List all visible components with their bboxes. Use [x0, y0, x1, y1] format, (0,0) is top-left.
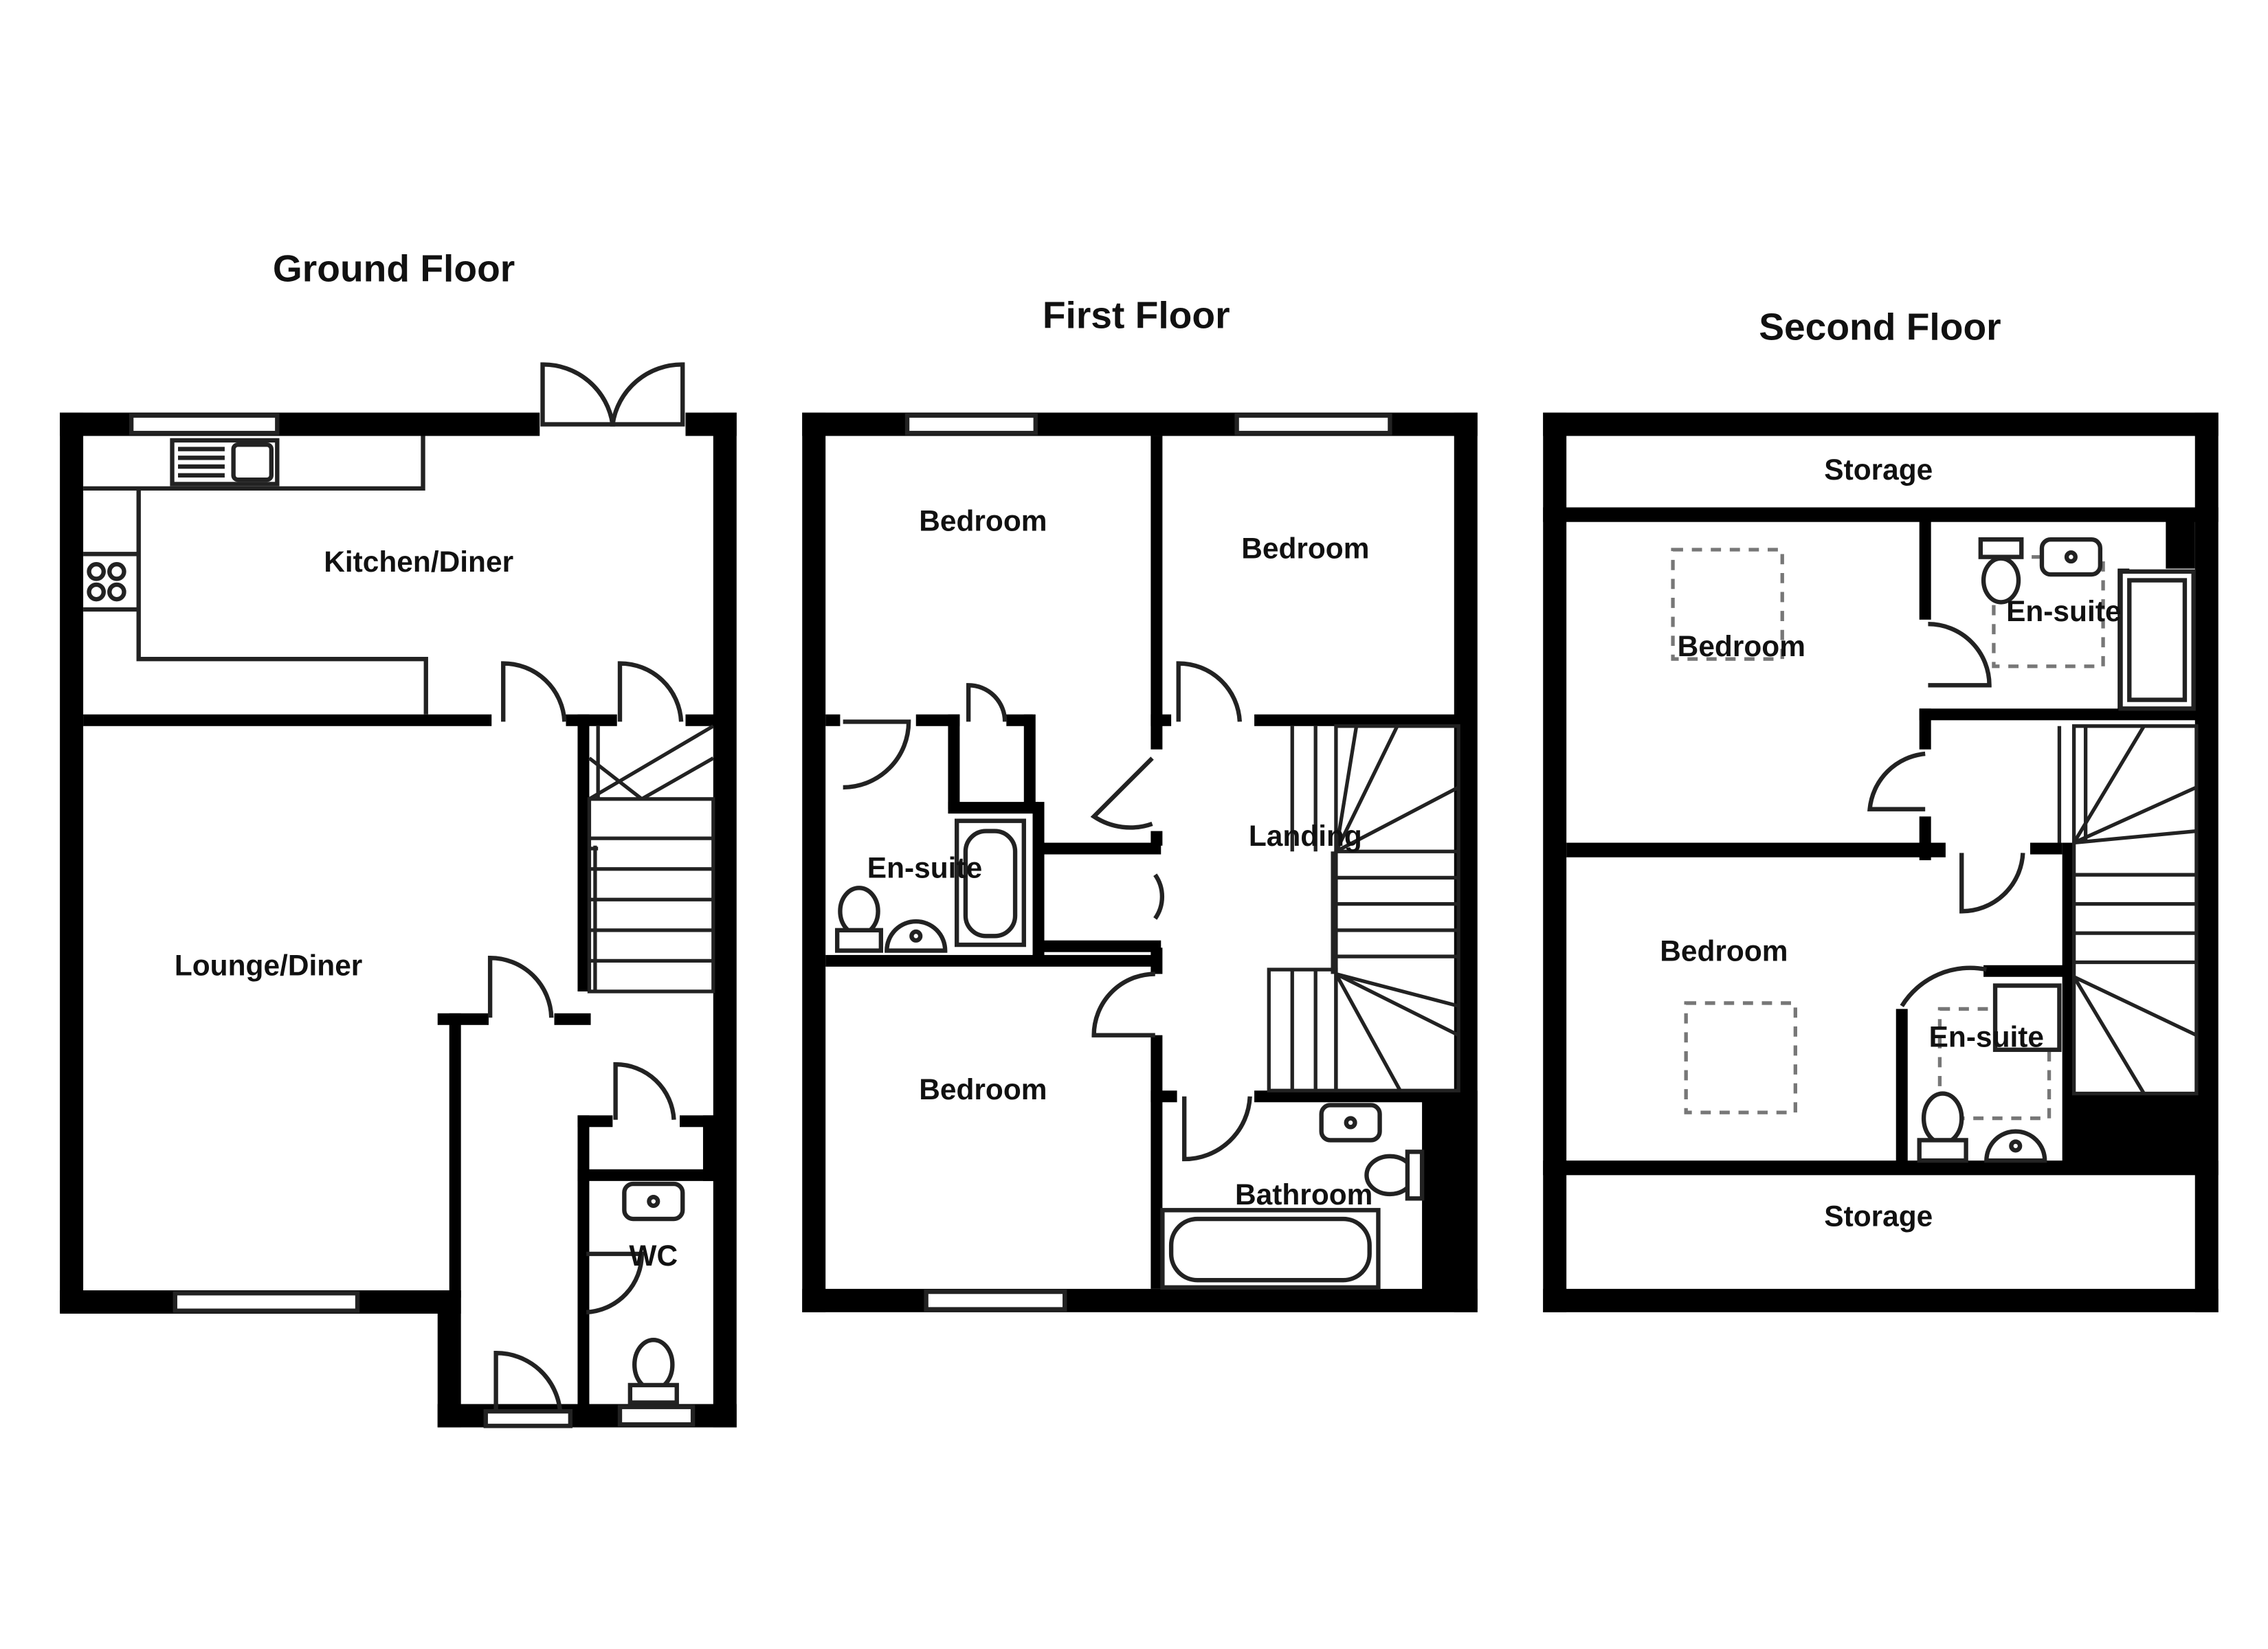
toilet-icon [1978, 537, 2024, 605]
ground-floor-plan: Kitchen/Diner Lounge/Diner WC [60, 362, 737, 1428]
skylight [1671, 548, 1784, 661]
skylight [1937, 1007, 2052, 1121]
staircase [587, 724, 715, 994]
door-icon[interactable] [1091, 972, 1155, 1037]
toilet-icon [1364, 1149, 1425, 1201]
room-label: En-suite [867, 851, 982, 884]
door-icon[interactable] [1867, 751, 1926, 811]
room-label: Storage [1824, 453, 1933, 486]
basin-icon [1319, 1103, 1382, 1143]
ground-wall-wc-top [577, 1169, 715, 1181]
second-wall-bedrooms [1566, 842, 1946, 857]
room-label: Storage [1824, 1200, 1933, 1233]
first-floor-title: First Floor [1043, 293, 1230, 336]
room-label: Bedroom [1660, 934, 1788, 967]
door-icon[interactable] [1176, 661, 1243, 722]
room-label: Lounge/Diner [175, 950, 362, 982]
first-floor-plan: Bedroom Bedroom En-suite Landing Bedroom… [802, 412, 1478, 1312]
ground-wall-kitchen-lounge [83, 714, 492, 726]
window [924, 1289, 1067, 1312]
door-icon[interactable] [617, 661, 684, 722]
door-icon[interactable] [1182, 1096, 1252, 1162]
door-icon[interactable] [843, 719, 911, 790]
door-icon[interactable] [966, 683, 1008, 722]
first-wall-bedrooms [1150, 436, 1163, 750]
room-label: Bathroom [1235, 1178, 1372, 1211]
toilet-icon [627, 1337, 679, 1405]
basin-icon [2039, 537, 2103, 577]
ground-wall-stair [577, 714, 590, 991]
toilet-icon [1917, 1091, 1968, 1163]
ground-floor-title: Ground Floor [273, 247, 515, 290]
door-icon[interactable] [586, 1251, 645, 1314]
shower-icon [2118, 569, 2196, 711]
hob-icon [87, 562, 126, 602]
skylight [1684, 1001, 1797, 1114]
room-label: WC [629, 1239, 678, 1272]
skylight [1992, 554, 2105, 669]
front-door-icon[interactable] [493, 1351, 563, 1412]
second-floor-plan: Storage Bedroom En-suite Bedroom En-suit… [1543, 412, 2219, 1312]
french-door-icon[interactable] [610, 362, 685, 427]
window [1234, 413, 1392, 436]
storage-wall [1543, 1160, 2219, 1176]
room-label: Bedroom [919, 1073, 1047, 1106]
second-floor-title: Second Floor [1759, 305, 2001, 348]
room-label: En-suite [2006, 595, 2121, 627]
door-icon[interactable] [1090, 756, 1154, 830]
room-label: En-suite [1929, 1021, 2044, 1053]
window [129, 413, 280, 436]
basin-icon [622, 1181, 685, 1222]
door-icon[interactable] [1153, 873, 1164, 920]
toilet-icon [834, 886, 884, 953]
room-label: Kitchen/Diner [324, 546, 513, 578]
window [904, 413, 1038, 436]
window [173, 1291, 360, 1313]
door-icon[interactable] [501, 661, 567, 722]
door-icon[interactable] [1900, 965, 1987, 1007]
ground-wall-right [713, 412, 737, 1428]
first-wall-ensuite-bottom [825, 954, 1161, 967]
shower-icon [1992, 983, 2062, 1053]
basin-icon [1984, 1129, 2047, 1163]
staircase [2057, 724, 2199, 1096]
door-icon[interactable] [1928, 622, 1992, 688]
basin-icon [885, 919, 948, 953]
kitchen-counter [83, 436, 428, 715]
door-icon[interactable] [1959, 853, 2025, 914]
storage-wall [1543, 507, 2219, 522]
ground-wall-left [60, 412, 84, 1312]
room-label: Bedroom [919, 504, 1047, 537]
room-label: Bedroom [1678, 630, 1805, 662]
french-door-icon[interactable] [540, 362, 616, 427]
staircase [1267, 724, 1460, 1092]
room-label: Bedroom [1241, 532, 1369, 565]
room-label: Landing [1249, 820, 1362, 852]
ground-wall-hall [449, 1013, 461, 1298]
door-icon[interactable] [613, 1062, 676, 1120]
door-icon[interactable] [487, 955, 554, 1018]
window [617, 1404, 696, 1427]
